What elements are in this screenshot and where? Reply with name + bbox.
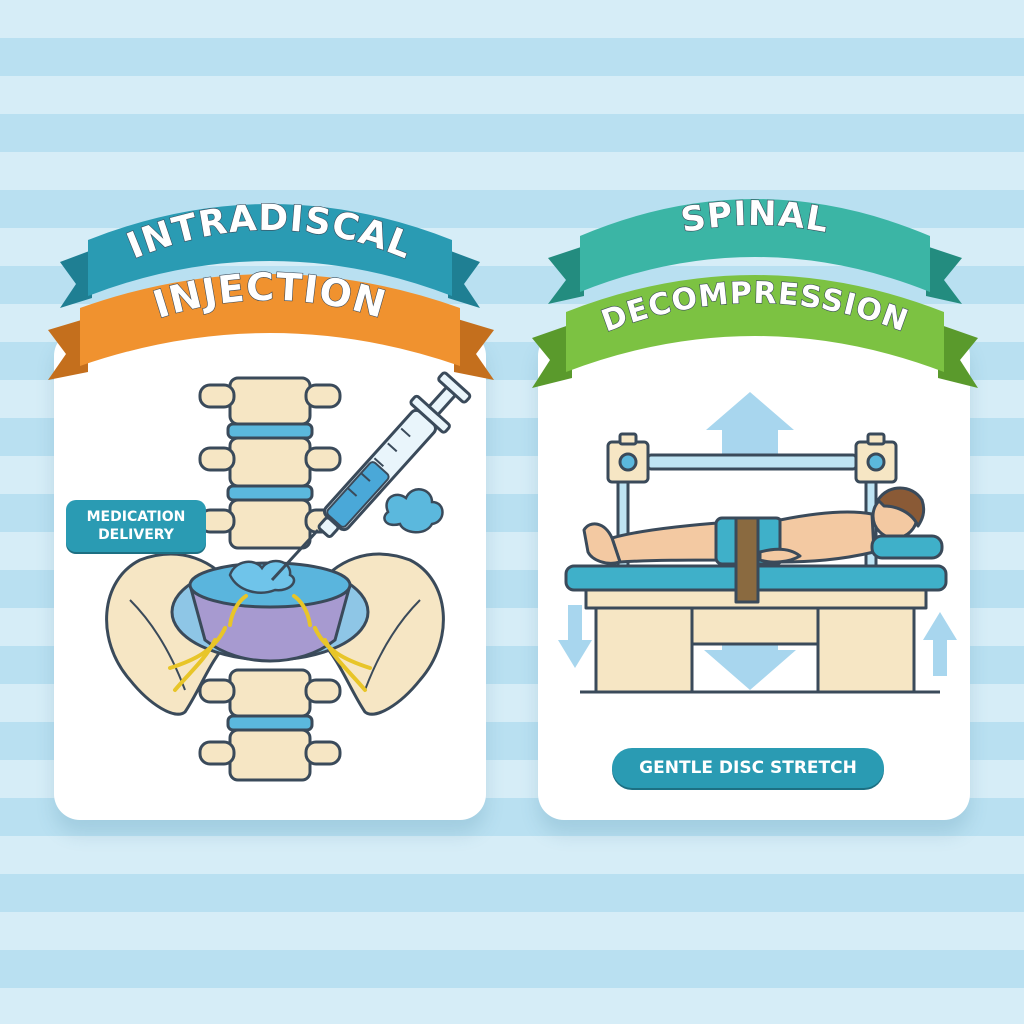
medication-label-line1: MEDICATION bbox=[86, 509, 186, 525]
title-ribbon-right-top bbox=[548, 199, 962, 304]
arrow-up-icon bbox=[706, 392, 794, 460]
medication-delivery-label: MEDICATION DELIVERY bbox=[66, 500, 206, 552]
patient-icon bbox=[582, 486, 944, 604]
nerve-icon bbox=[168, 594, 372, 692]
title-ribbon-left-bottom bbox=[48, 274, 494, 380]
gentle-disc-stretch-label: GENTLE DISC STRETCH bbox=[612, 748, 884, 788]
syringe-icon bbox=[270, 371, 472, 582]
title-ribbon-left-top bbox=[60, 204, 480, 308]
title-right-line1: SPINAL bbox=[678, 194, 832, 241]
arrow-down-left-icon bbox=[558, 605, 592, 668]
title-ribbon-right-bottom bbox=[532, 275, 978, 388]
arrow-up-right-icon bbox=[923, 612, 957, 676]
medication-cloud-icon bbox=[383, 488, 444, 534]
medication-label-line2: DELIVERY bbox=[98, 527, 174, 543]
